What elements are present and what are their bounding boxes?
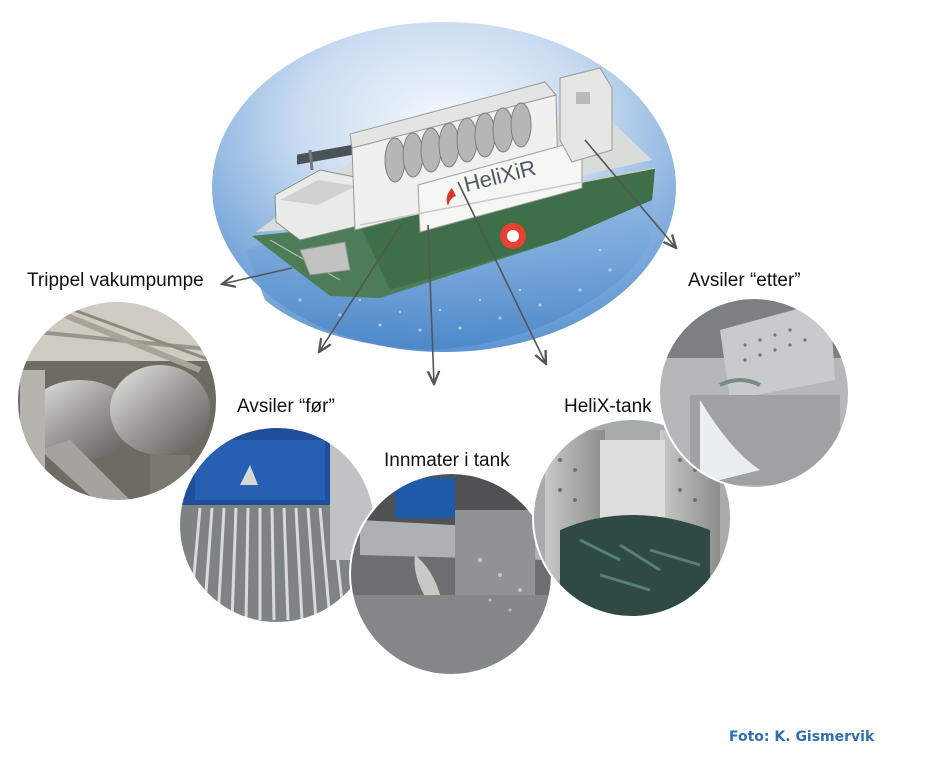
- arrow-trippel-vakumpumpe: [222, 267, 293, 284]
- vessel-pump-area: [299, 241, 351, 276]
- photo-frame-trippel-vakumpumpe: [16, 300, 218, 502]
- vessel-logo-icon: [446, 188, 456, 206]
- label-innmater-i-tank: Innmater i tank: [384, 450, 510, 471]
- arrow-avsiler-for: [319, 224, 402, 352]
- vessel-tank-wall: [417, 139, 583, 233]
- helix-screw: [384, 102, 532, 183]
- arrow-helix-tank: [457, 181, 546, 364]
- arrow-avsiler-etter: [584, 139, 676, 248]
- photo-avsiler-etter: [659, 298, 849, 488]
- photo-innmater-i-tank: [350, 473, 552, 675]
- photo-trippel-vakumpumpe: [17, 301, 217, 501]
- arrow-innmater-i-tank: [428, 224, 434, 384]
- label-avsiler-for: Avsiler “før”: [237, 396, 335, 417]
- connector-arrows: [222, 139, 676, 384]
- label-helix-tank: HeliX-tank: [564, 396, 652, 417]
- vessel-illustration: HeliXiR: [212, 22, 676, 352]
- water-sparkles: [298, 248, 612, 332]
- vessel-aft-tower: [559, 67, 613, 163]
- label-trippel-vakumpumpe: Trippel vakumpumpe: [27, 270, 204, 291]
- photo-frame-avsiler-etter: [658, 297, 850, 489]
- photo-frame-helix-tank: [532, 418, 732, 618]
- photo-credit: Foto: K. Gismervik: [729, 729, 875, 745]
- label-avsiler-etter: Avsiler “etter”: [688, 270, 801, 291]
